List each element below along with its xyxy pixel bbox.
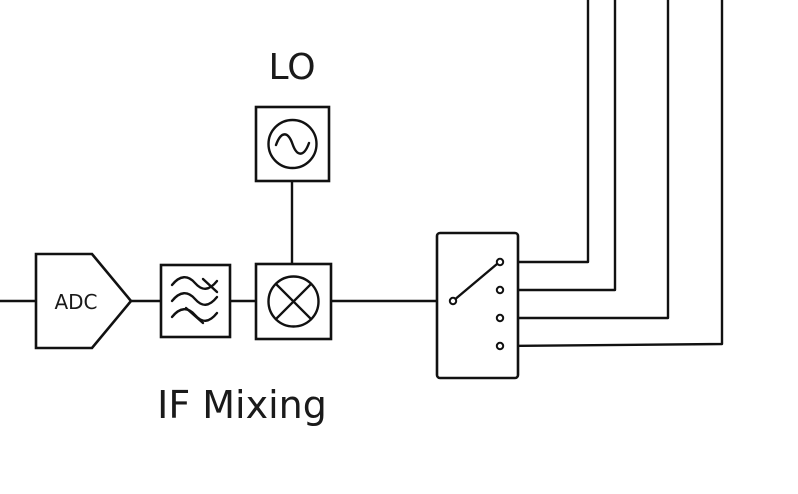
wire-switch-out-1 [498,0,590,264]
filter-icon [170,276,219,325]
lo-block: LO [254,47,331,183]
wire-switch-out-2 [498,0,617,292]
adc-block: ADC [34,252,133,350]
oscillator-icon [267,118,318,170]
adc-label: ADC [54,290,97,314]
switch-block [435,231,520,380]
if-mixing-label: IF Mixing [157,383,327,427]
switch-icon [448,257,505,351]
wires [0,0,724,348]
mixer-block [254,262,333,341]
filter-block [159,263,232,339]
mixer-icon [267,275,320,328]
lo-label: LO [268,47,315,88]
wire-switch-out-4 [498,0,724,348]
wire-switch-out-3 [498,0,670,320]
switch-box [435,231,520,380]
adc-shape [34,252,133,350]
